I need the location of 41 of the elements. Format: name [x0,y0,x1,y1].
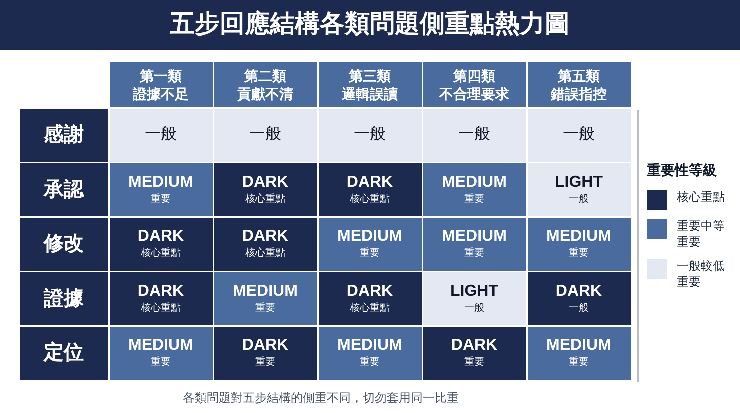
heatmap-cell: MEDIUM 重要 [528,218,630,270]
heatmap-cell: 一般 [423,108,526,162]
heatmap-cell: 一般 [214,108,317,162]
heatmap-cell: DARK 重要 [214,326,317,380]
row-header: 承認 [20,163,108,216]
column-header: 第五類 錯誤指控 [528,62,630,107]
legend-text: 一般較低重要 [677,258,726,290]
heatmap-cell: MEDIUM 重要 [423,218,526,270]
row-header: 感謝 [20,108,108,162]
heatmap-cell: 一般 [318,108,422,162]
caption: 各類問題對五步結構的側重不同，切勿套用同一比重 [182,390,460,407]
column-header: 第三類 邏輯誤讀 [318,62,422,107]
heatmap-cell: DARK 重要 [423,326,526,380]
heatmap-cell: MEDIUM 重要 [214,272,317,325]
heatmap-cell: MEDIUM 重要 [110,163,212,216]
heatmap-cell: LIGHT 一般 [528,163,630,216]
title-bar: 五步回應結構各類問題側重點熱力圖 [0,0,740,50]
legend-text: 重要中等重要 [677,218,726,250]
heatmap-cell: DARK 一般 [528,272,630,325]
column-header: 第一類 證據不足 [110,62,212,107]
heatmap-cell: MEDIUM 重要 [423,163,526,216]
column-header: 第二類 貢獻不清 [214,62,317,107]
row-header: 證據 [20,272,108,325]
heatmap-cell: 一般 [110,108,212,162]
heatmap-cell: DARK 核心重點 [214,163,317,216]
row-header: 修改 [20,218,108,270]
heatmap-cell: DARK 核心重點 [110,218,212,270]
heatmap-cell: DARK 核心重點 [318,163,422,216]
column-header: 第四類 不合理要求 [423,62,526,107]
heatmap-cell: 一般 [528,108,630,162]
heatmap-cell: MEDIUM 重要 [318,326,422,380]
heatmap-cell: LIGHT 一般 [423,272,526,325]
heatmap-cell: DARK 核心重點 [110,272,212,325]
heatmap-cell: DARK 核心重點 [318,272,422,325]
row-header: 定位 [20,326,108,380]
heatmap-cell: MEDIUM 重要 [528,326,630,380]
heatmap-cell: MEDIUM 重要 [318,218,422,270]
heatmap-cell: DARK 核心重點 [214,218,317,270]
heatmap-cell: MEDIUM 重要 [110,326,212,380]
legend-text: 核心重點 [677,189,726,205]
legend-title: 重要性等級 [647,161,718,180]
